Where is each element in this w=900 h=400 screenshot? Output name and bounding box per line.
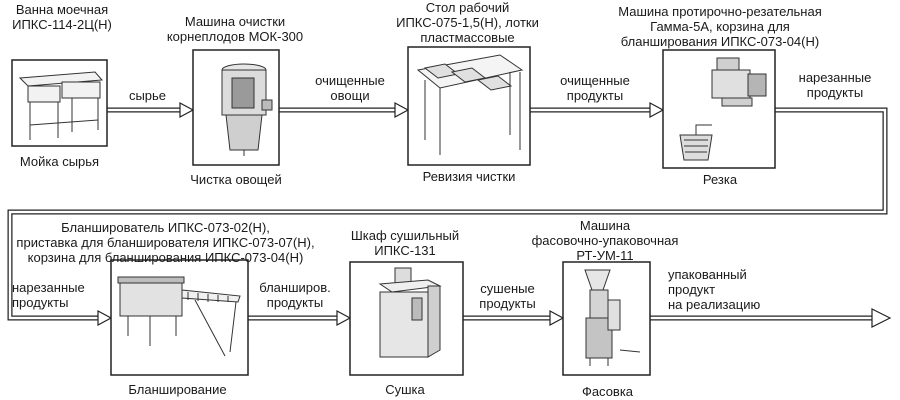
step-title-pack: Машина фасовочно-упаковочная РТ-УМ-11 (531, 218, 679, 263)
step-caption-pack: Фасовка (581, 384, 634, 399)
flow-label-5: нарезанные продукты (12, 280, 85, 310)
step-title-wash: Ванна моечная ИПКС-114-2Ц(Н) (12, 2, 112, 32)
step-caption-dry: Сушка (385, 382, 425, 397)
cutter-icon (679, 57, 767, 161)
step-title-blanch: Бланширователь ИПКС-073-02(Н), приставка… (16, 220, 315, 265)
flow-label-8: упакованный продукт на реализацию (668, 267, 761, 312)
step-caption-wash: Мойка сырья (19, 154, 100, 169)
flow-arrow-2 (279, 101, 410, 119)
flow-arrow-7 (650, 308, 892, 328)
flow-label-7: сушеные продукты (479, 281, 536, 311)
packer-icon (584, 269, 641, 366)
step-title-inspect: Стол рабочий ИПКС-075-1,5(Н), лотки плас… (396, 0, 539, 45)
flow-arrow-1 (107, 101, 195, 119)
flow-label-3: очищенные продукты (560, 73, 630, 103)
table-icon (416, 54, 524, 155)
flow-arrow-5 (248, 309, 352, 327)
dryer-icon (378, 267, 442, 358)
peeler-icon (221, 63, 273, 156)
blancher-icon (117, 276, 241, 357)
step-title-peel: Машина очистки корнеплодов МОК-300 (166, 14, 304, 44)
flow-label-1: сырье (128, 88, 167, 103)
step-title-cut: Машина протирочно-резательная Гамма-5А, … (618, 4, 822, 49)
step-title-dry: Шкаф сушильный ИПКС-131 (350, 228, 460, 258)
step-caption-blanch: Бланширование (128, 382, 227, 397)
step-caption-peel: Чистка овощей (190, 172, 282, 187)
flow-arrow-6 (463, 309, 565, 327)
sink-icon (18, 71, 104, 140)
flow-label-2: очищенные овощи (315, 73, 385, 103)
step-caption-inspect: Ревизия чистки (422, 169, 516, 184)
step-caption-cut: Резка (702, 172, 738, 187)
flow-arrow-3 (530, 101, 665, 119)
flow-label-4: нарезанные продукты (798, 70, 872, 100)
flow-arrow-4-return (7, 107, 888, 327)
flow-label-6: бланширов. продукты (259, 280, 331, 310)
